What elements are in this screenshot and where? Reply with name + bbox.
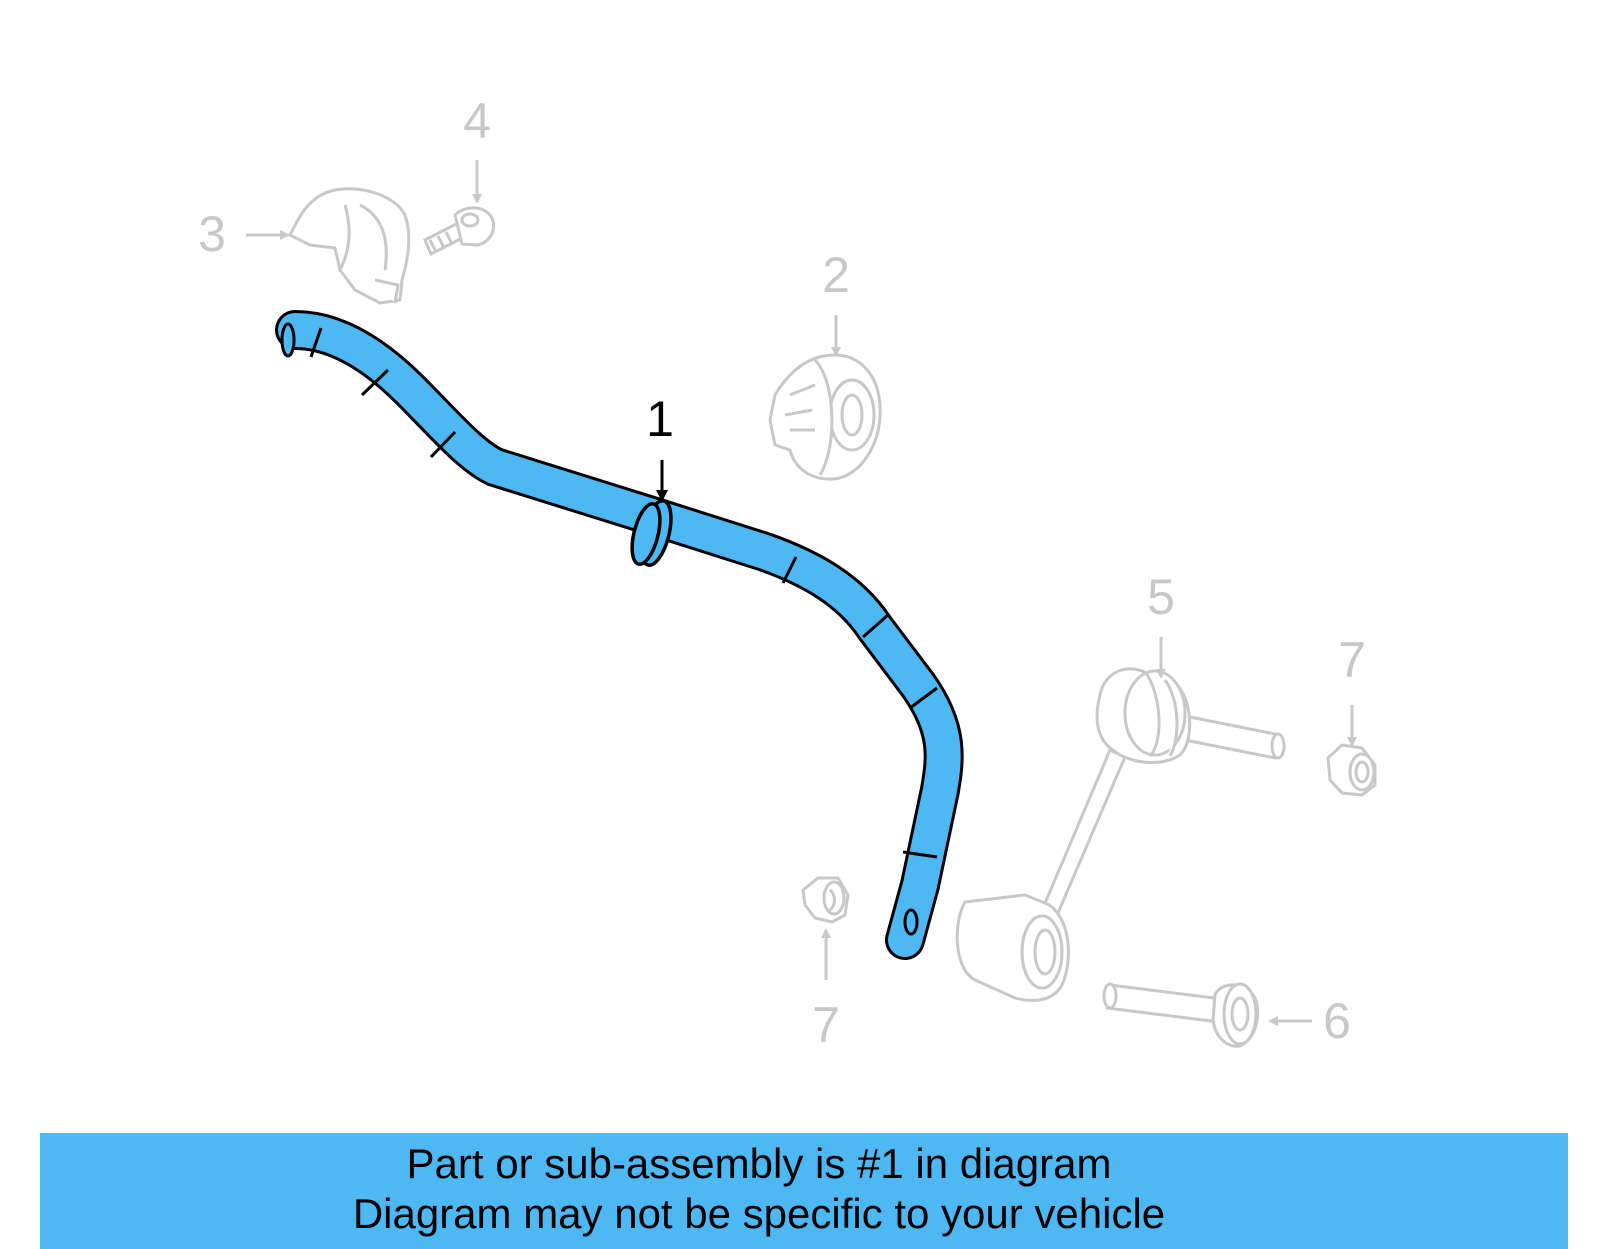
callout-7-bottom: 7 [812,997,840,1053]
info-banner: Part or sub-assembly is #1 in diagram Di… [40,1133,1568,1249]
bracket-part-3 [288,187,411,305]
callout-2: 2 [822,247,850,303]
callout-3: 3 [198,206,226,262]
leader-lines [246,160,1357,1026]
callout-5: 5 [1147,569,1175,625]
callout-4: 4 [463,93,491,149]
nut-part-7-bottom [801,876,850,924]
nut-part-7-right [1326,743,1377,797]
bushing-part-2 [768,353,882,481]
stabilizer-link-part-5 [955,667,1286,1002]
callout-7-right: 7 [1338,632,1366,688]
callout-6: 6 [1323,993,1351,1049]
bolt-part-6 [1102,982,1260,1048]
bolt-part-4 [423,206,496,257]
banner-line-1: Part or sub-assembly is #1 in diagram [406,1140,1112,1187]
callout-1: 1 [646,391,674,447]
banner-line-2: Diagram may not be specific to your vehi… [352,1190,1166,1237]
stabilizer-bar-part-1 [275,310,964,960]
